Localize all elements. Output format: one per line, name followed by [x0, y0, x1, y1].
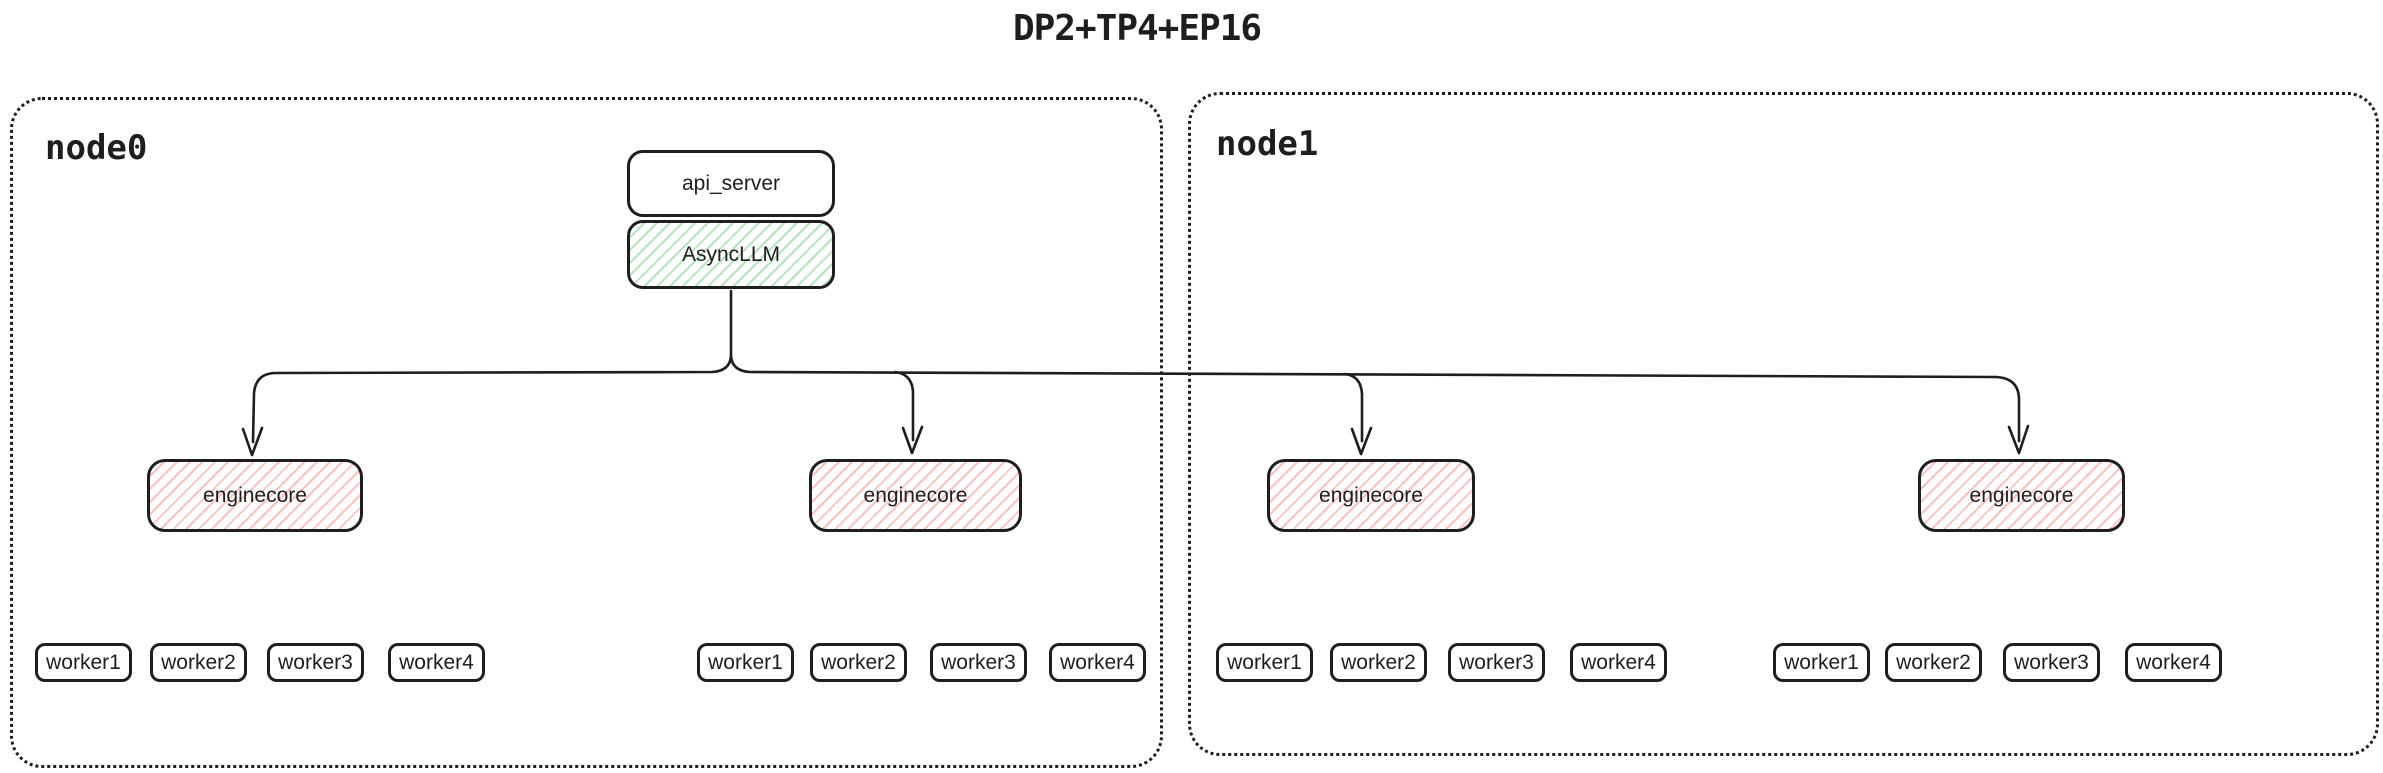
enginecore-label: enginecore — [203, 484, 307, 507]
node1-container — [1188, 92, 2379, 756]
worker-label: worker4 — [2136, 651, 2211, 674]
enginecore-box-4: enginecore — [1918, 459, 2125, 532]
asyncllm-box: AsyncLLM — [627, 220, 835, 289]
worker-box-g2-3: worker3 — [930, 643, 1027, 682]
enginecore-box-3: enginecore — [1267, 459, 1475, 532]
worker-label: worker2 — [1896, 651, 1971, 674]
edge-branch-to-enginecore-2 — [893, 370, 915, 442]
worker-box-g2-4: worker4 — [1049, 643, 1146, 682]
worker-label: worker1 — [1784, 651, 1859, 674]
edge-asyncllm-to-enginecore-1 — [251, 289, 733, 444]
enginecore-label: enginecore — [863, 484, 968, 507]
worker-box-g3-3: worker3 — [1448, 643, 1545, 682]
enginecore-label: enginecore — [1319, 484, 1423, 507]
worker-label: worker3 — [1459, 651, 1534, 674]
worker-box-g4-3: worker3 — [2003, 643, 2100, 682]
api-server-box: api_server — [627, 150, 835, 217]
worker-box-g4-1: worker1 — [1773, 643, 1870, 682]
worker-box-g2-2: worker2 — [810, 643, 907, 682]
arrowhead-enginecore-3 — [1350, 426, 1373, 456]
worker-label: worker3 — [2014, 651, 2089, 674]
worker-label: worker4 — [399, 651, 474, 674]
worker-label: worker1 — [708, 651, 783, 674]
asyncllm-label: AsyncLLM — [681, 243, 781, 266]
arrowhead-enginecore-1 — [241, 426, 264, 457]
worker-label: worker3 — [278, 651, 353, 674]
worker-box-g3-2: worker2 — [1330, 643, 1427, 682]
worker-box-g1-3: worker3 — [267, 643, 364, 682]
worker-box-g1-1: worker1 — [35, 643, 132, 682]
worker-label: worker1 — [46, 651, 121, 674]
worker-box-g2-1: worker1 — [697, 643, 794, 682]
worker-label: worker2 — [1341, 651, 1416, 674]
edge-asyncllm-to-enginecore-4 — [729, 354, 2021, 443]
worker-box-g3-4: worker4 — [1570, 643, 1667, 682]
arrowhead-enginecore-2 — [901, 425, 924, 455]
worker-box-g4-4: worker4 — [2125, 643, 2222, 682]
worker-label: worker1 — [1227, 651, 1302, 674]
worker-label: worker4 — [1060, 651, 1135, 674]
worker-label: worker2 — [821, 651, 896, 674]
api-server-label: api_server — [681, 172, 781, 195]
node1-label: node1 — [1216, 124, 1319, 164]
enginecore-label: enginecore — [1969, 484, 2074, 507]
worker-box-g1-4: worker4 — [388, 643, 485, 682]
worker-label: worker3 — [941, 651, 1016, 674]
worker-label: worker4 — [1581, 651, 1656, 674]
edge-branch-to-enginecore-3 — [1343, 372, 1364, 443]
worker-box-g4-2: worker2 — [1885, 643, 1982, 682]
worker-label: worker2 — [161, 651, 236, 674]
diagram-title: DP2+TP4+EP16 — [1012, 8, 1262, 49]
node0-label: node0 — [45, 128, 148, 168]
worker-box-g1-2: worker2 — [150, 643, 247, 682]
worker-box-g3-1: worker1 — [1216, 643, 1313, 682]
enginecore-box-2: enginecore — [809, 459, 1022, 532]
arrowhead-enginecore-4 — [2007, 424, 2030, 455]
enginecore-box-1: enginecore — [147, 459, 363, 532]
node0-container — [10, 97, 1163, 768]
